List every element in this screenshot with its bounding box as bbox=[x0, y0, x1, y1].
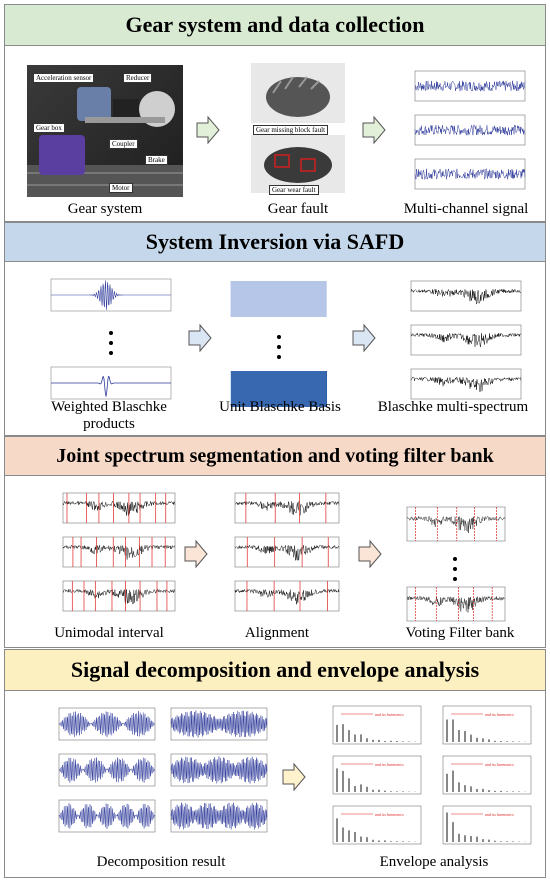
flow-arrow-icon bbox=[358, 539, 382, 569]
photo-label: Motor bbox=[109, 183, 133, 193]
harmonic-note: and its harmonics bbox=[485, 762, 514, 767]
alignment-plot bbox=[234, 492, 340, 612]
caption-voting-filter-bank: Voting Filter bank bbox=[405, 625, 515, 641]
section-system-inversion: System Inversion via SAFD Weighted Blasc… bbox=[4, 222, 546, 436]
plot-frame bbox=[234, 492, 340, 524]
caption-decomposition-result: Decomposition result bbox=[96, 854, 226, 870]
signal-trace bbox=[58, 757, 156, 783]
photo-label: Coupler bbox=[109, 139, 138, 149]
photo-label: Gear box bbox=[33, 123, 65, 133]
signal-trace bbox=[62, 500, 176, 517]
gear-system-photo: Acceleration sensor Reducer Gear box Cou… bbox=[27, 65, 183, 197]
signal-trace bbox=[414, 123, 526, 137]
signal-trace bbox=[170, 802, 268, 830]
fault-label: Gear wear fault bbox=[269, 185, 319, 195]
signal-trace bbox=[410, 332, 522, 348]
flow-arrow-icon bbox=[188, 323, 212, 353]
plot-frame bbox=[442, 805, 532, 845]
plot-frame bbox=[234, 580, 340, 612]
signal-trace bbox=[414, 167, 526, 181]
plot-frame bbox=[414, 158, 526, 190]
section-title: Joint spectrum segmentation and voting f… bbox=[56, 444, 494, 467]
signal-trace bbox=[410, 288, 522, 305]
section-title: Signal decomposition and envelope analys… bbox=[70, 657, 480, 682]
section-banner: System Inversion via SAFD bbox=[5, 223, 545, 262]
plot-frame bbox=[62, 536, 176, 568]
signal-trace bbox=[234, 544, 340, 562]
plot-frame bbox=[410, 324, 522, 356]
caption-gear-fault: Gear fault bbox=[267, 201, 329, 217]
photo-label: Brake bbox=[145, 155, 168, 165]
flow-arrow-icon bbox=[184, 539, 208, 569]
plot-frame bbox=[62, 580, 176, 612]
multichannel-signal-plot bbox=[414, 70, 526, 190]
signal-trace bbox=[170, 710, 268, 738]
flow-arrow-icon bbox=[352, 323, 376, 353]
signal-trace bbox=[62, 588, 176, 605]
caption-gear-system: Gear system bbox=[67, 201, 143, 217]
caption-envelope-analysis: Envelope analysis bbox=[379, 854, 489, 870]
section-joint-spectrum: Joint spectrum segmentation and voting f… bbox=[4, 436, 546, 648]
flow-arrow-icon bbox=[362, 115, 386, 145]
flow-arrow-icon bbox=[196, 115, 220, 145]
harmonic-note: and its harmonics bbox=[375, 812, 404, 817]
section-signal-decomposition: Signal decomposition and envelope analys… bbox=[4, 649, 546, 878]
section-gear-system: Gear system and data collection Accelera… bbox=[4, 4, 546, 222]
unimodal-interval-plot bbox=[62, 492, 176, 612]
plot-frame bbox=[406, 586, 506, 622]
caption-multichannel-signal: Multi-channel signal bbox=[403, 201, 529, 217]
photo-label: Reducer bbox=[123, 73, 153, 83]
section-banner: Gear system and data collection bbox=[5, 5, 545, 46]
weighted-blaschke-plot bbox=[50, 278, 172, 400]
gear-fault-images: Gear missing block fault Gear wear fault bbox=[251, 63, 345, 195]
photo-label: Acceleration sensor bbox=[33, 73, 95, 83]
signal-trace bbox=[58, 711, 156, 737]
signal-trace bbox=[62, 544, 176, 560]
harmonic-note: and its harmonics bbox=[375, 712, 404, 717]
harmonic-note: and its harmonics bbox=[375, 762, 404, 767]
plot-frame bbox=[332, 805, 422, 845]
fault-label: Gear missing block fault bbox=[253, 125, 329, 135]
caption-alignment: Alignment bbox=[244, 625, 310, 641]
signal-trace bbox=[235, 500, 340, 516]
plot-frame bbox=[62, 492, 176, 524]
plot-frame bbox=[332, 705, 422, 745]
signal-trace bbox=[406, 595, 506, 613]
flow-arrow-icon bbox=[282, 762, 306, 792]
section-title: Gear system and data collection bbox=[125, 12, 425, 37]
decomposition-result-plot bbox=[58, 707, 268, 833]
plot-frame bbox=[234, 536, 340, 568]
caption-unit-blaschke: Unit Blaschke Basis bbox=[219, 399, 341, 415]
signal-trace bbox=[58, 803, 156, 829]
caption-unimodal-interval: Unimodal interval bbox=[54, 625, 164, 641]
signal-trace bbox=[406, 515, 506, 534]
plot-frame bbox=[442, 705, 532, 745]
signal-trace bbox=[234, 588, 340, 605]
plot-frame bbox=[410, 280, 522, 312]
section-banner: Signal decomposition and envelope analys… bbox=[5, 650, 545, 691]
plot-frame bbox=[410, 368, 522, 400]
plot-frame bbox=[406, 506, 506, 542]
blaschke-multispectrum-plot bbox=[410, 280, 522, 400]
unit-blaschke-basis-plot bbox=[230, 281, 327, 407]
voting-filter-bank-plot bbox=[406, 506, 506, 622]
plot-frame bbox=[442, 755, 532, 795]
harmonic-note: and its harmonics bbox=[485, 712, 514, 717]
plot-frame bbox=[332, 755, 422, 795]
signal-trace bbox=[170, 756, 268, 784]
caption-blaschke-multispectrum: Blaschke multi-spectrum bbox=[377, 399, 529, 415]
section-title: System Inversion via SAFD bbox=[145, 229, 405, 254]
section-banner: Joint spectrum segmentation and voting f… bbox=[5, 437, 545, 476]
caption-weighted-blaschke: Weighted Blaschke products bbox=[51, 399, 167, 432]
signal-trace bbox=[410, 376, 522, 393]
signal-trace bbox=[414, 80, 526, 92]
envelope-analysis-plot: and its harmonics and its harmonics and it… bbox=[332, 705, 532, 845]
harmonic-note: and its harmonics bbox=[485, 812, 514, 817]
